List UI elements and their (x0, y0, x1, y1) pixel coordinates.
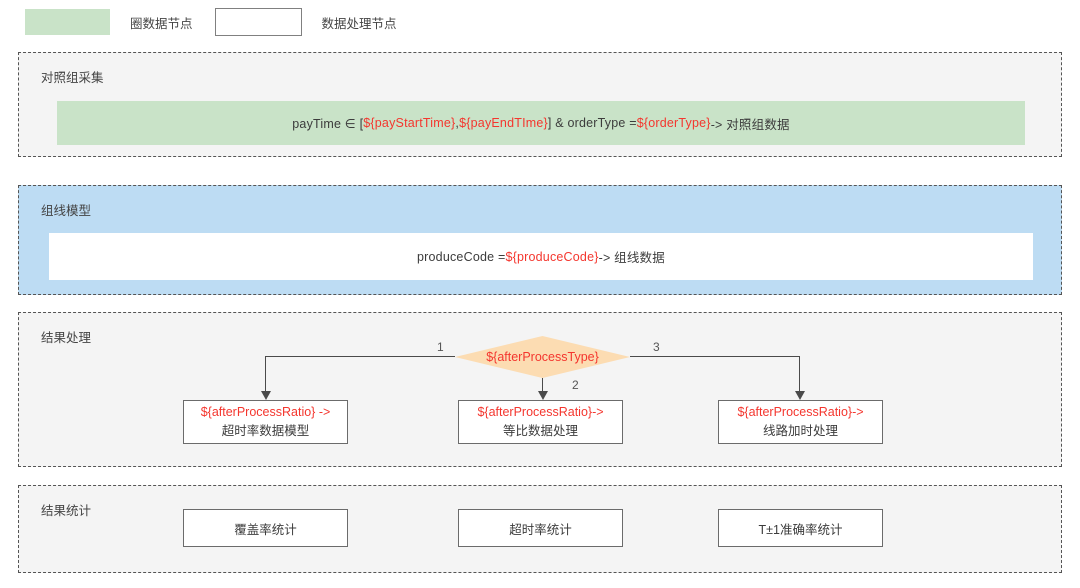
arrowhead-branch-1-icon (261, 391, 271, 400)
process-node-var: ${afterProcessRatio} -> (200, 404, 331, 419)
rule-middle: ] & orderType = (547, 116, 637, 130)
process-node-var: ${afterProcessRatio}-> (477, 404, 604, 419)
legend: 圈数据节点 数据处理节点 (0, 0, 1080, 44)
control-group-rule-node[interactable]: payTime ∈ [ ${payStartTime} , ${payEndTI… (57, 101, 1025, 145)
legend-green-label: 圈数据节点 (130, 16, 193, 31)
legend-box-label: 数据处理节点 (321, 16, 397, 31)
stat-node-timeout-rate[interactable]: 超时率统计 (458, 509, 623, 547)
process-node-text: 线路加时处理 (762, 424, 838, 438)
rule-var-pay-end-time: ${payEndTIme} (459, 116, 548, 130)
stat-node-coverage-rate[interactable]: 覆盖率统计 (183, 509, 348, 547)
arrowhead-branch-2-icon (538, 391, 548, 400)
branch-label-3: 3 (653, 340, 660, 354)
legend-box-swatch (214, 8, 302, 36)
process-node-var: ${afterProcessRatio}-> (737, 404, 864, 419)
rule-var-pay-start-time: ${payStartTime} (363, 116, 456, 130)
rule-suffix: -> 对照组数据 (710, 117, 790, 132)
section-line-model: 组线模型 produceCode = ${produceCode} -> 组线数… (18, 185, 1062, 295)
connector-branch-2-vertical (542, 378, 544, 397)
section-result-process-title: 结果处理 (41, 331, 92, 345)
section-control-group-title: 对照组采集 (41, 71, 104, 85)
connector-branch-3-horizontal (630, 356, 800, 358)
connector-branch-3-vertical (799, 356, 801, 396)
stat-node-t-plus-minus-1-accuracy[interactable]: T±1准确率统计 (718, 509, 883, 547)
rule-suffix: -> 组线数据 (598, 251, 665, 265)
rule-prefix: payTime ∈ [ (292, 116, 364, 131)
process-node-line-extra-time[interactable]: ${afterProcessRatio}-> 线路加时处理 (718, 400, 883, 444)
arrowhead-branch-3-icon (795, 391, 805, 400)
rule-var-produce-code: ${produceCode} (505, 249, 599, 264)
branch-label-2: 2 (572, 378, 579, 392)
rule-separator: , (455, 116, 460, 130)
connector-branch-1-vertical (265, 356, 267, 396)
process-node-text: 超时率数据模型 (221, 424, 310, 438)
branch-label-1: 1 (437, 340, 444, 354)
rule-prefix: produceCode = (417, 249, 506, 264)
process-node-text: 等比数据处理 (502, 424, 578, 438)
connector-branch-1-horizontal (265, 356, 455, 358)
rule-var-order-type: ${orderType} (636, 116, 711, 130)
section-line-model-title: 组线模型 (41, 204, 92, 218)
legend-green-swatch (25, 9, 110, 35)
process-node-proportional-data[interactable]: ${afterProcessRatio}-> 等比数据处理 (458, 400, 623, 444)
line-model-rule-node[interactable]: produceCode = ${produceCode} -> 组线数据 (49, 233, 1033, 280)
section-result-stats-title: 结果统计 (41, 504, 92, 518)
process-node-timeout-rate-model[interactable]: ${afterProcessRatio} -> 超时率数据模型 (183, 400, 348, 444)
section-control-group: 对照组采集 payTime ∈ [ ${payStartTime} , ${pa… (18, 52, 1062, 157)
decision-label: ${afterProcessType} (486, 350, 599, 364)
